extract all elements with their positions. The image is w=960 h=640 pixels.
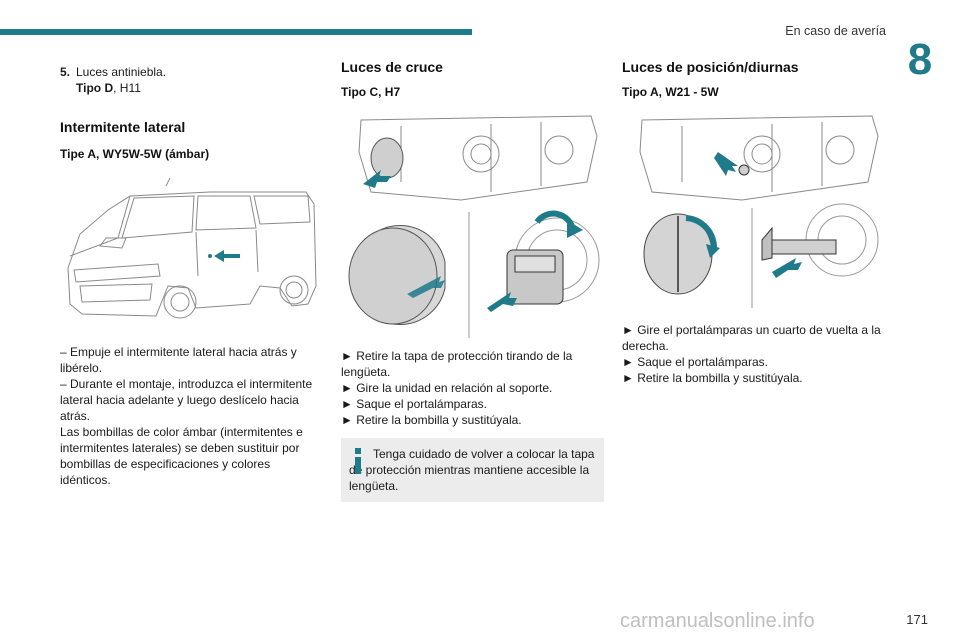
heading-low-beam: Luces de cruce (341, 59, 443, 75)
van-illustration (67, 177, 317, 319)
watermark: carmanualsonline.info (620, 610, 815, 632)
lamp-type-label: Tipo D (76, 81, 114, 95)
step-remove-holder: ► Saque el portalámparas. (341, 397, 487, 411)
header-accent-bar (0, 29, 472, 35)
column-side-indicator: 5. Luces antiniebla. Tipo D, H11 Intermi… (60, 58, 322, 488)
lamp-item-type: Tipo D, H11 (76, 80, 322, 96)
step-replace-bulb-position: ► Retire la bombilla y sustitúyala. (622, 371, 803, 385)
info-icon (355, 448, 361, 474)
info-text: Tenga cuidado de volver a colocar la tap… (349, 447, 595, 493)
column-low-beam: Luces de cruce Tipo C, H7 ► Retire la ta… (341, 58, 604, 502)
chapter-number: 8 (907, 35, 933, 84)
step-replace-bulb: ► Retire la bombilla y sustitúyala. (341, 413, 522, 427)
lamp-type-value: , H11 (113, 81, 141, 95)
lamp-item-number: 5. (60, 65, 71, 79)
step-remove-cover: ► Retire la tapa de protección tirando d… (341, 349, 573, 379)
step-turn-holder: ► Gire el portalámparas un cuarto de vue… (622, 323, 881, 353)
heading-side-indicator: Intermitente lateral (60, 119, 186, 135)
paragraph-install: – Durante el montaje, introduzca el inte… (60, 377, 313, 423)
subheading-side-indicator: Tipe A, WY5W-5W (ámbar) (60, 147, 210, 161)
column-position-lights: Luces de posición/diurnas Tipo A, W21 - … (622, 58, 884, 386)
page-number: 171 (906, 612, 928, 627)
info-box: Tenga cuidado de volver a colocar la tap… (341, 438, 604, 502)
paragraph-amber-bulbs: Las bombillas de color ámbar (intermiten… (60, 425, 303, 487)
paragraph-push: – Empuje el intermitente lateral hacia a… (60, 345, 297, 375)
step-remove-holder-position: ► Saque el portalámparas. (622, 355, 768, 369)
arrow-icon (214, 250, 240, 262)
heading-position-lights: Luces de posición/diurnas (622, 59, 799, 75)
subheading-low-beam: Tipo C, H7 (341, 85, 401, 99)
step-rotate-unit: ► Gire la unidad en relación al soporte. (341, 381, 553, 395)
lamp-item-fog: 5. Luces antiniebla. Tipo D, H11 (60, 64, 322, 96)
lamp-item-name: Luces antiniebla. (76, 65, 167, 79)
position-light-illustration (639, 115, 879, 308)
subheading-position-lights: Tipo A, W21 - 5W (622, 85, 719, 99)
low-beam-illustration (348, 115, 600, 338)
section-title: En caso de avería (785, 24, 886, 38)
